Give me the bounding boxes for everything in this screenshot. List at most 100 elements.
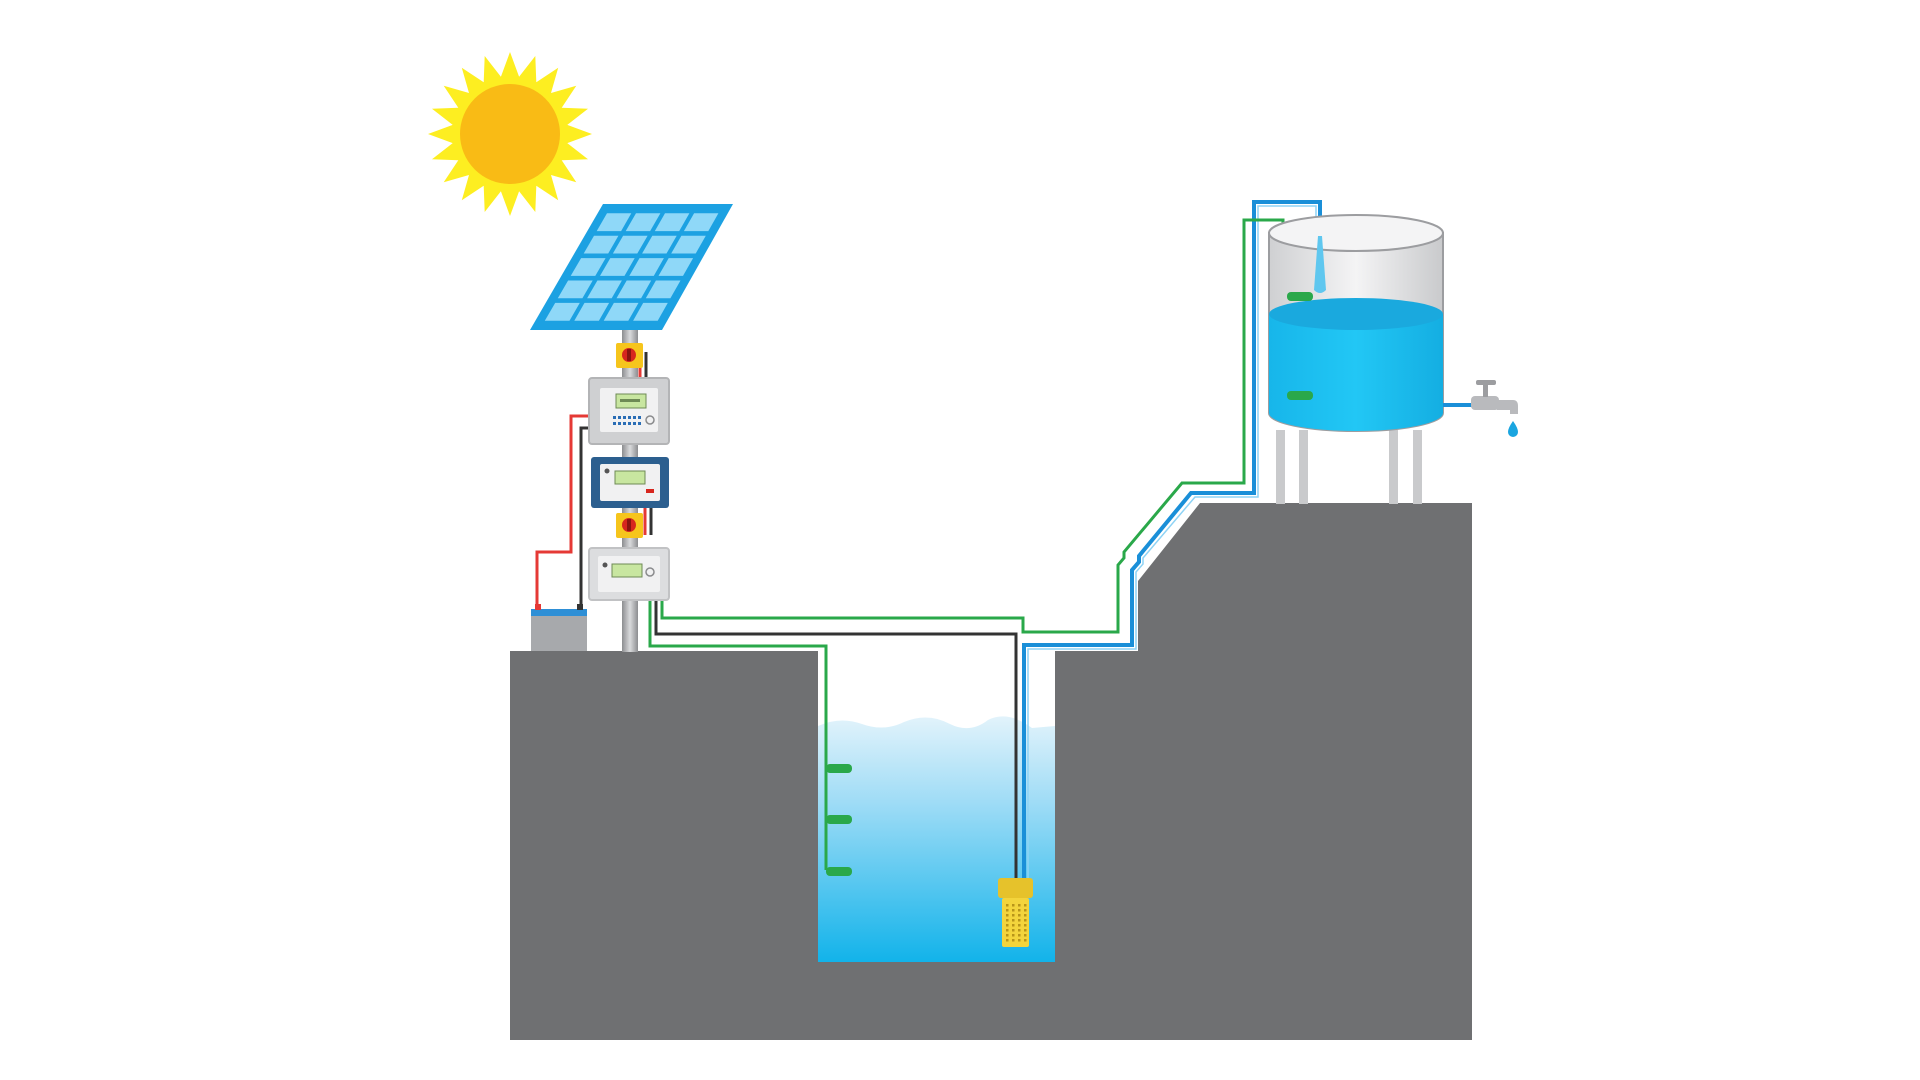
well-sensor-mid <box>826 815 852 824</box>
level-controller-lcd <box>611 563 643 578</box>
pump-grill-hole <box>1018 909 1021 912</box>
sun-icon <box>428 52 592 216</box>
pump-grill-hole <box>1018 919 1021 922</box>
pump-grill-hole <box>1006 939 1009 942</box>
pump-grill-hole <box>1006 924 1009 927</box>
pump-grill-hole <box>1018 924 1021 927</box>
pump-grill-hole <box>1018 934 1021 937</box>
battery <box>531 613 587 651</box>
pump-grill-hole <box>1012 904 1015 907</box>
solar-panel-icon <box>530 204 733 330</box>
pump-grill-hole <box>1006 914 1009 917</box>
charge-controller-keypad <box>613 416 641 425</box>
level-controller-dot <box>602 562 608 568</box>
pump-grill-hole <box>1006 929 1009 932</box>
well-level-sensors <box>826 764 852 876</box>
solar-cell <box>658 258 694 276</box>
pump-grill-hole <box>1012 924 1015 927</box>
tank-sensor-low <box>1287 391 1313 400</box>
pump-grill-hole <box>1012 914 1015 917</box>
solar-cell <box>557 280 593 299</box>
tap-body <box>1471 396 1499 410</box>
pump-grill-hole <box>1024 939 1027 942</box>
tap-spout <box>1497 400 1518 414</box>
switch-icon <box>616 513 643 538</box>
pump-grill-hole <box>1012 919 1015 922</box>
solar-cell <box>654 213 690 232</box>
charge-controller-lcd-text <box>620 399 640 402</box>
solar-cell <box>612 235 648 254</box>
solar-cell <box>616 280 652 299</box>
solar-cell <box>629 258 664 276</box>
pump-grill-hole <box>1006 909 1009 912</box>
pump-grill-hole <box>1012 934 1015 937</box>
pump-icon <box>998 878 1033 947</box>
storage-tank-water <box>1269 314 1443 431</box>
solar-cell <box>600 258 635 276</box>
controller-icon <box>588 377 670 445</box>
well-sensor-low <box>826 867 852 876</box>
solar-cell <box>603 302 639 321</box>
faucet-icon <box>1443 380 1518 437</box>
submersible-pump-grill <box>1006 904 1027 942</box>
tank-sensor-high <box>1287 292 1313 301</box>
well-sensor-wire <box>648 600 828 870</box>
tank-legs <box>1276 430 1422 504</box>
charge-controller-dial <box>645 415 655 425</box>
solar-panel-frame <box>530 204 733 330</box>
tap-outlet-pipe <box>1443 403 1473 407</box>
pump-grill-hole <box>1024 914 1027 917</box>
pump-inverter-led <box>646 489 654 493</box>
switch-icon <box>616 343 643 368</box>
solar-cell <box>642 235 677 254</box>
tap-handle-stem <box>1483 384 1488 397</box>
pump-grill-hole <box>1018 914 1021 917</box>
battery-terminal-pos <box>535 604 541 610</box>
pump-grill-hole <box>1024 904 1027 907</box>
solar-cell <box>583 235 619 254</box>
pump-grill-hole <box>1006 934 1009 937</box>
solar-cell <box>671 235 706 254</box>
well-sensor-high <box>826 764 852 773</box>
pump-grill-hole <box>1024 934 1027 937</box>
pump-grill-hole <box>1006 919 1009 922</box>
controller-icon <box>588 547 670 601</box>
water-pipe <box>1022 200 1322 882</box>
solar-cell <box>645 280 681 299</box>
tank-icon <box>1268 214 1444 504</box>
storage-tank-top <box>1268 214 1444 252</box>
tank-sensor-wire <box>660 218 1310 634</box>
water-pipe-highlight <box>1027 205 1317 882</box>
battery-icon <box>531 604 587 651</box>
dc-switch-top-knob-bar <box>627 349 631 361</box>
ground <box>510 503 1472 1040</box>
solar-cell <box>625 213 661 232</box>
pump-grill-hole <box>1018 939 1021 942</box>
battery-top <box>531 609 587 616</box>
solar-cell <box>596 213 632 232</box>
solar-cell <box>587 280 622 299</box>
solar-cell <box>570 258 606 276</box>
pump-grill-hole <box>1024 929 1027 932</box>
inverter-icon <box>591 457 669 508</box>
battery-terminal-neg <box>577 604 583 610</box>
sun-core <box>460 84 560 184</box>
solar-cell <box>544 302 580 321</box>
storage-tank-water-surface <box>1269 298 1443 330</box>
solar-cell <box>633 302 668 321</box>
well-water <box>818 716 1055 962</box>
pump-grill-hole <box>1024 919 1027 922</box>
pump-grill-hole <box>1018 929 1021 932</box>
pump-grill-hole <box>1018 904 1021 907</box>
pump-inverter-dot <box>604 468 610 474</box>
pump-cable <box>654 600 1018 882</box>
pump-grill-hole <box>1012 929 1015 932</box>
pump-grill-hole <box>1012 939 1015 942</box>
pump-grill-hole <box>1006 904 1009 907</box>
submersible-pump-cap <box>998 878 1033 898</box>
pump-inverter-lcd <box>614 470 646 485</box>
level-controller-dial <box>645 567 655 577</box>
tap-handle <box>1476 380 1496 385</box>
solar-panel-cells <box>544 213 719 321</box>
